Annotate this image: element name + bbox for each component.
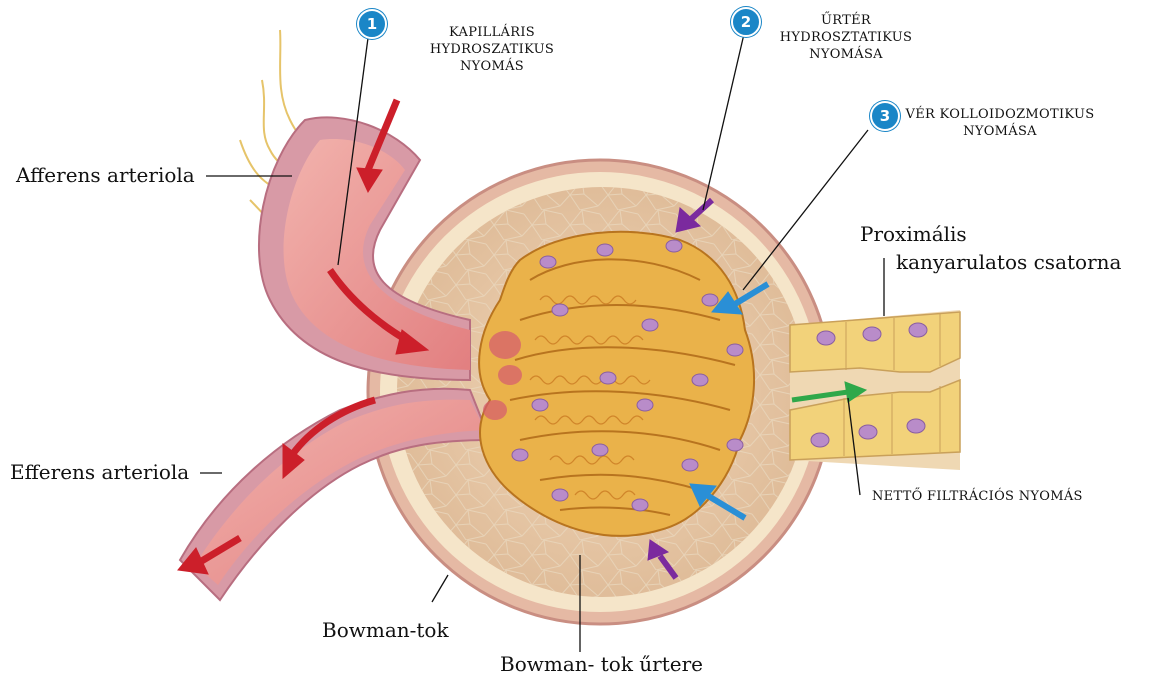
bowman-space-label: Bowman- tok űrtere [500, 652, 703, 676]
efferent-arteriole-label: Efferens arteriola [10, 460, 189, 484]
net-filtration-label: NETTŐ FILTRÁCIÓS NYOMÁS [872, 488, 1083, 505]
callout-1-line-2: HYDROSZATIKUS [412, 41, 572, 58]
callout-1-text: KAPILLÁRIS HYDROSZATIKUS NYOMÁS [412, 24, 572, 75]
callout-3-line-2: NYOMÁSA [900, 123, 1100, 140]
proximal-tubule [790, 310, 960, 470]
callout-2-badge: 2 [731, 7, 761, 37]
callout-2-text: ŰRTÉR HYDROSZTATIKUS NYOMÁSA [766, 12, 926, 63]
bowman-capsule-label: Bowman-tok [322, 618, 449, 642]
callout-2-line-1: ŰRTÉR [766, 12, 926, 29]
callout-1-line-1: KAPILLÁRIS [412, 24, 572, 41]
callout-3-text: VÉR KOLLOIDOZMOTIKUS NYOMÁSA [900, 106, 1100, 140]
callout-1-badge: 1 [357, 9, 387, 39]
proximal-tubule-label-line-2: kanyarulatos csatorna [896, 250, 1121, 274]
afferent-arteriole-label: Afferens arteriola [16, 163, 195, 187]
callout-3-badge: 3 [870, 101, 900, 131]
callout-3-line-1: VÉR KOLLOIDOZMOTIKUS [900, 106, 1100, 123]
callout-2-line-3: NYOMÁSA [766, 46, 926, 63]
callout-2-line-2: HYDROSZTATIKUS [766, 29, 926, 46]
proximal-tubule-label-line-1: Proximális [860, 222, 967, 246]
callout-1-line-3: NYOMÁS [412, 58, 572, 75]
